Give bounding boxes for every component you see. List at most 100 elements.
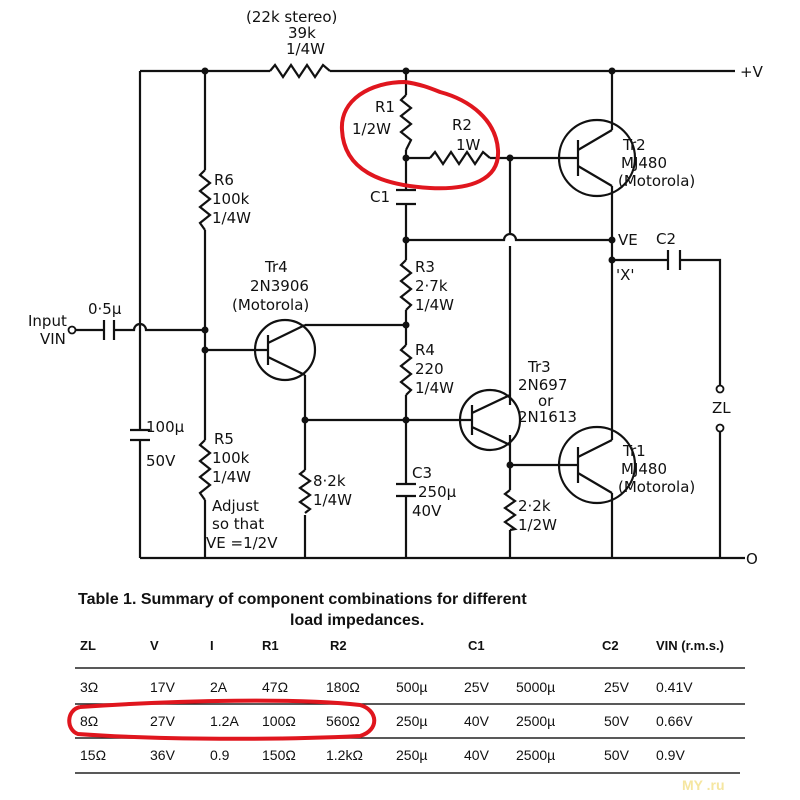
table-cell: 50V — [604, 747, 630, 763]
label-tr2-maker: (Motorola) — [618, 172, 695, 190]
table-cell: 8Ω — [80, 713, 98, 729]
table-cell: 500µ — [396, 679, 427, 695]
label-input-cap: 0·5µ — [88, 300, 122, 318]
table-cell: 17V — [150, 679, 176, 695]
summary-table: Table 1. Summary of component combinatio… — [75, 591, 745, 774]
watermark: MY .ru — [682, 777, 725, 793]
label-tr4-part: 2N3906 — [250, 277, 309, 295]
label-c3-value: 250µ — [418, 483, 457, 501]
label-tr1-part: MJ480 — [621, 460, 667, 478]
label-r6-value: 100k — [212, 190, 250, 208]
label-r2-power: 1W — [456, 136, 481, 154]
label-adjust-2: so that — [212, 515, 264, 533]
resistor-8k2 — [298, 469, 312, 514]
resistor-2k2 — [503, 489, 518, 532]
label-r4: R4 — [415, 341, 435, 359]
table-title-line1: Table 1. Summary of component combinatio… — [78, 591, 527, 608]
table-cell: 0.9V — [656, 747, 685, 763]
table-cell: 180Ω — [326, 679, 360, 695]
table-cell: 40V — [464, 713, 490, 729]
label-tr3-part: 2N697 — [518, 376, 567, 394]
header-zl: ZL — [80, 638, 96, 653]
resistor-r5 — [198, 439, 212, 501]
label-c100-value: 100µ — [146, 418, 185, 436]
table-title-line2: load impedances. — [290, 612, 424, 629]
label-vin: VIN — [40, 330, 66, 348]
label-tr2-part: MJ480 — [621, 154, 667, 172]
highlight-8ohm-row — [67, 698, 377, 741]
label-input: Input — [28, 312, 67, 330]
label-tr1-maker: (Motorola) — [618, 478, 695, 496]
label-c2: C2 — [656, 230, 676, 248]
label-tr4-maker: (Motorola) — [232, 296, 309, 314]
label-x-point: 'X' — [616, 266, 635, 284]
label-r3-value: 2·7k — [415, 277, 448, 295]
capacitor-c1 — [396, 188, 416, 206]
header-vin: VIN (r.m.s.) — [656, 638, 724, 653]
table-cell: 40V — [464, 747, 490, 763]
label-c100-voltage: 50V — [146, 452, 176, 470]
label-c3: C3 — [412, 464, 432, 482]
label-ve: VE — [618, 231, 638, 249]
label-r4-value: 220 — [415, 360, 444, 378]
resistor-r1 — [399, 94, 413, 151]
table-cell: 2500µ — [516, 713, 555, 729]
label-8k2-value: 8·2k — [313, 472, 346, 490]
header-r2: R2 — [330, 638, 347, 653]
transistor-tr4 — [253, 318, 317, 382]
table-cell: 25V — [464, 679, 490, 695]
label-c3-voltage: 40V — [412, 502, 442, 520]
table-cell: 250µ — [396, 713, 427, 729]
label-r4-power: 1/4W — [415, 379, 454, 397]
wires — [67, 63, 745, 560]
capacitor-c3 — [396, 482, 416, 498]
resistor-39k — [269, 63, 331, 79]
table-cell: 560Ω — [326, 713, 360, 729]
table-cell: 0.9 — [210, 747, 230, 763]
label-2k2-power: 1/2W — [518, 516, 557, 534]
label-r3: R3 — [415, 258, 435, 276]
resistor-r6 — [198, 169, 212, 231]
table-cell: 27V — [150, 713, 176, 729]
label-supply: +V — [740, 63, 764, 81]
transistor-tr3 — [458, 388, 522, 452]
label-c1: C1 — [370, 188, 390, 206]
table-cell: 5000µ — [516, 679, 555, 695]
header-c1: C1 — [468, 638, 485, 653]
label-zl: ZL — [712, 399, 731, 417]
label-tr2: Tr2 — [622, 136, 646, 154]
table-cell: 25V — [604, 679, 630, 695]
label-r5-value: 100k — [212, 449, 250, 467]
resistor-r3 — [399, 259, 413, 311]
header-i: I — [210, 638, 214, 653]
resistor-r4 — [399, 344, 413, 396]
label-2k2-value: 2·2k — [518, 497, 551, 515]
label-ground: O — [746, 550, 758, 568]
header-c2: C2 — [602, 638, 619, 653]
label-tr3-or: or — [538, 392, 554, 410]
label-adjust-1: Adjust — [212, 497, 259, 515]
table-header: ZL V I R1 R2 C1 C2 VIN (r.m.s.) — [80, 638, 724, 653]
label-tr3-alt: 2N1613 — [518, 408, 577, 426]
table-cell: 0.66V — [656, 713, 693, 729]
label-r6-power: 1/4W — [212, 209, 251, 227]
table-cell: 0.41V — [656, 679, 693, 695]
label-r5: R5 — [214, 430, 234, 448]
label-r1-power: 1/2W — [352, 120, 391, 138]
highlight-r1-r2 — [339, 80, 501, 191]
label-39k: 39k — [288, 24, 316, 42]
label-tr3: Tr3 — [527, 358, 551, 376]
table-cell: 100Ω — [262, 713, 296, 729]
table-cell: 15Ω — [80, 747, 106, 763]
transistor-tr2 — [557, 118, 637, 198]
table-cell: 1.2A — [210, 713, 239, 729]
header-r1: R1 — [262, 638, 279, 653]
table-cell: 2A — [210, 679, 228, 695]
transistor-tr1 — [557, 425, 637, 505]
label-r6: R6 — [214, 171, 234, 189]
label-adjust-3: VE =1/2V — [206, 534, 278, 552]
